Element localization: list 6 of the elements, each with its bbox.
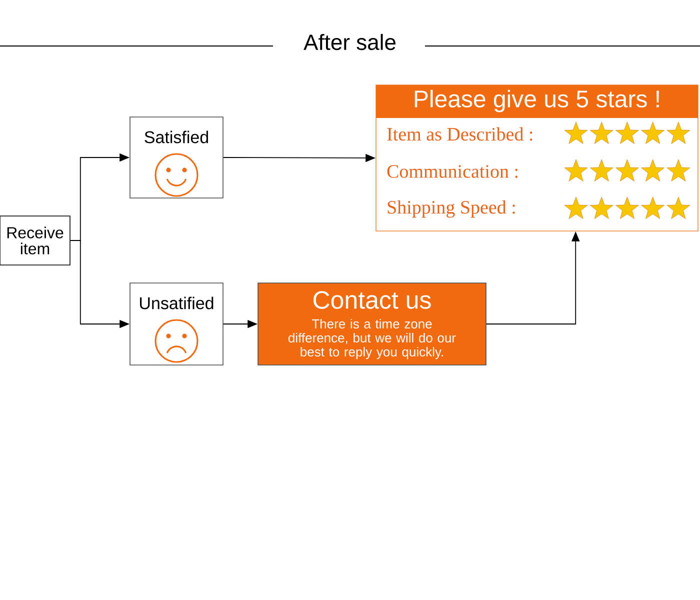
process-box: Receive item <box>0 216 70 266</box>
process-box: Satisfied <box>130 116 224 198</box>
title: After sale <box>304 34 396 50</box>
process-box: Unsatified <box>130 282 224 366</box>
rating-box: Please give us 5 stars ! Item as Described : Communication : Shipping Speed : <box>376 84 698 232</box>
contact-box: Contact us There is a time zone difference, but we will do our best to reply you quickly. <box>258 282 486 366</box>
